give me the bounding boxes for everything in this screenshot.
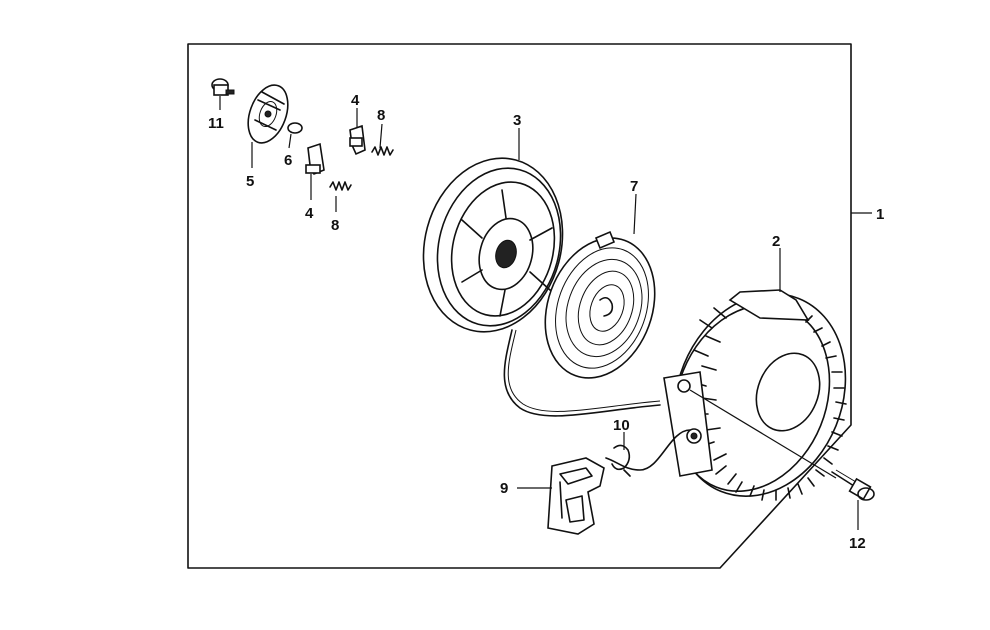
label-part-6: 6	[284, 152, 292, 169]
part-8-spring-top	[371, 146, 394, 156]
label-part-4-top: 4	[351, 92, 360, 109]
part-6-clip	[287, 122, 303, 134]
part-10-rope-guide	[611, 444, 631, 477]
leader-lines	[219, 96, 859, 530]
label-part-9: 9	[500, 480, 508, 497]
starter-rope-inner	[507, 329, 661, 412]
rope-to-handle	[605, 429, 691, 471]
label-part-3: 3	[513, 112, 521, 129]
label-part-2: 2	[772, 233, 780, 250]
part-11-knob	[211, 78, 235, 96]
assembly-frame	[187, 43, 852, 569]
part-4-pawl-bottom	[305, 142, 325, 176]
label-part-12: 12	[849, 535, 866, 552]
label-part-5: 5	[246, 173, 254, 190]
starter-rope	[503, 329, 661, 417]
part-9-starter-grip	[547, 457, 605, 535]
label-part-8-bottom: 8	[331, 217, 339, 234]
label-part-4-bottom: 4	[305, 205, 314, 222]
part-5-ratchet-plate	[247, 84, 289, 144]
label-part-1: 1	[876, 206, 884, 223]
label-part-10: 10	[613, 417, 630, 434]
label-part-11: 11	[208, 115, 224, 132]
label-part-7: 7	[630, 178, 638, 195]
part-2-starter-case	[663, 289, 847, 501]
part-7-recoil-spring	[544, 230, 656, 379]
part-12-bolt	[831, 469, 875, 501]
part-3-pulley	[422, 157, 564, 333]
part-8-spring-bottom	[329, 181, 352, 191]
part-4-pawl-top	[349, 124, 366, 156]
label-part-8-top: 8	[377, 107, 385, 124]
